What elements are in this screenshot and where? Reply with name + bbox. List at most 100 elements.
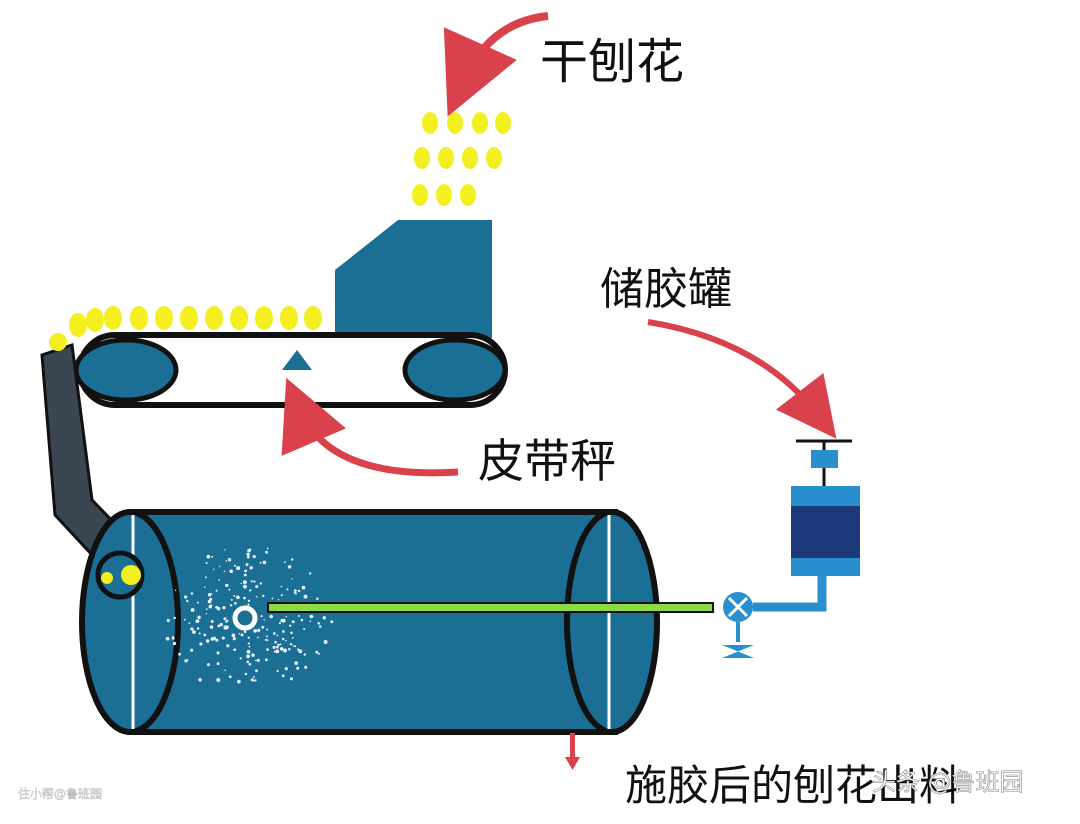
spray-particle bbox=[266, 648, 269, 651]
spray-particle bbox=[209, 625, 214, 629]
spray-particle bbox=[210, 593, 213, 595]
spray-particle bbox=[232, 637, 236, 641]
spray-particle bbox=[289, 624, 292, 627]
spray-particle bbox=[239, 657, 242, 660]
spray-particle bbox=[252, 654, 255, 657]
spray-particle bbox=[265, 550, 269, 554]
spray-particle bbox=[211, 555, 214, 558]
spray-particle bbox=[267, 639, 269, 641]
spray-particle bbox=[266, 635, 268, 638]
spray-particle bbox=[330, 620, 334, 624]
spray-particle bbox=[266, 628, 269, 631]
spray-particle bbox=[223, 617, 227, 621]
spray-particle bbox=[242, 580, 247, 585]
shaving bbox=[304, 306, 322, 330]
spray-particle bbox=[190, 608, 195, 612]
spray-particle bbox=[294, 592, 297, 595]
spray-particle bbox=[294, 589, 297, 592]
spray-particle bbox=[261, 625, 265, 629]
spray-particle bbox=[246, 555, 250, 559]
shaving bbox=[447, 112, 463, 134]
spray-particle bbox=[207, 593, 212, 597]
spray-particle bbox=[225, 621, 228, 623]
shaving bbox=[422, 112, 438, 134]
spray-particle bbox=[290, 631, 293, 635]
spray-particle bbox=[243, 573, 247, 577]
spray-particle bbox=[259, 561, 262, 564]
spray-particle bbox=[204, 586, 206, 588]
spray-particle bbox=[255, 595, 258, 598]
spray-particle bbox=[205, 612, 208, 615]
spray-particle bbox=[216, 651, 220, 655]
spray-particle bbox=[230, 598, 233, 601]
spray-particle bbox=[215, 638, 219, 642]
shaving bbox=[438, 147, 454, 169]
shaving bbox=[69, 313, 87, 337]
glue-lance bbox=[267, 602, 714, 613]
spray-nozzle bbox=[232, 605, 258, 631]
spray-particle bbox=[244, 569, 247, 573]
shaving bbox=[255, 306, 273, 330]
spray-particle bbox=[298, 649, 303, 654]
spray-particle bbox=[243, 596, 246, 600]
spray-particle bbox=[304, 665, 308, 669]
spray-particle bbox=[246, 552, 250, 556]
spray-particle bbox=[279, 643, 282, 646]
spray-particle bbox=[311, 615, 314, 618]
spray-particle bbox=[277, 643, 280, 647]
spray-particle bbox=[184, 595, 188, 599]
spray-particle bbox=[249, 589, 252, 592]
spray-particle bbox=[192, 630, 196, 634]
spray-particle bbox=[276, 669, 279, 673]
spray-particle bbox=[243, 630, 247, 633]
spray-particle bbox=[303, 627, 306, 631]
spray-particle bbox=[210, 604, 213, 606]
spray-particle bbox=[224, 625, 229, 630]
supply-pipe bbox=[753, 576, 827, 612]
spray-particle bbox=[242, 584, 247, 589]
spray-particle bbox=[294, 661, 299, 665]
spray-particle bbox=[186, 599, 189, 603]
spray-particle bbox=[317, 622, 320, 625]
spray-particle bbox=[272, 645, 276, 649]
spray-particle bbox=[262, 594, 265, 597]
spray-particle bbox=[238, 632, 241, 635]
spray-particle bbox=[322, 616, 326, 620]
spray-particle bbox=[233, 564, 236, 567]
belt-shavings bbox=[69, 306, 322, 337]
spray-particle bbox=[249, 566, 253, 570]
drum-hub bbox=[95, 550, 145, 600]
shaving bbox=[230, 306, 248, 330]
spray-particle bbox=[198, 678, 202, 682]
spray-particle bbox=[245, 563, 249, 567]
shaving bbox=[414, 147, 430, 169]
spray-particle bbox=[294, 645, 297, 648]
spray-particle bbox=[303, 594, 308, 599]
spray-particle bbox=[205, 639, 210, 643]
shaving bbox=[460, 184, 476, 206]
spray-particle bbox=[255, 669, 259, 673]
spray-particle bbox=[252, 555, 256, 559]
spray-particle bbox=[280, 585, 283, 588]
spray-particle bbox=[196, 627, 200, 630]
spray-particle bbox=[205, 562, 208, 564]
spray-particle bbox=[184, 659, 188, 663]
shaving bbox=[280, 306, 298, 330]
spray-particle bbox=[283, 648, 287, 653]
spray-particle bbox=[165, 636, 170, 641]
spray-particle bbox=[206, 663, 210, 667]
spray-particle bbox=[248, 645, 251, 648]
spray-particle bbox=[318, 625, 322, 628]
spray-particle bbox=[206, 554, 211, 559]
spray-particle bbox=[244, 672, 248, 676]
spray-particle bbox=[231, 633, 236, 638]
spray-particle bbox=[287, 565, 292, 569]
shaving bbox=[436, 184, 452, 206]
spray-particle bbox=[228, 588, 231, 591]
spray-particle bbox=[224, 549, 226, 551]
spray-particle bbox=[256, 636, 259, 639]
spray-particle bbox=[195, 619, 199, 623]
spray-particle bbox=[269, 614, 273, 619]
spray-particle bbox=[247, 636, 250, 639]
spray-particle bbox=[228, 675, 232, 679]
